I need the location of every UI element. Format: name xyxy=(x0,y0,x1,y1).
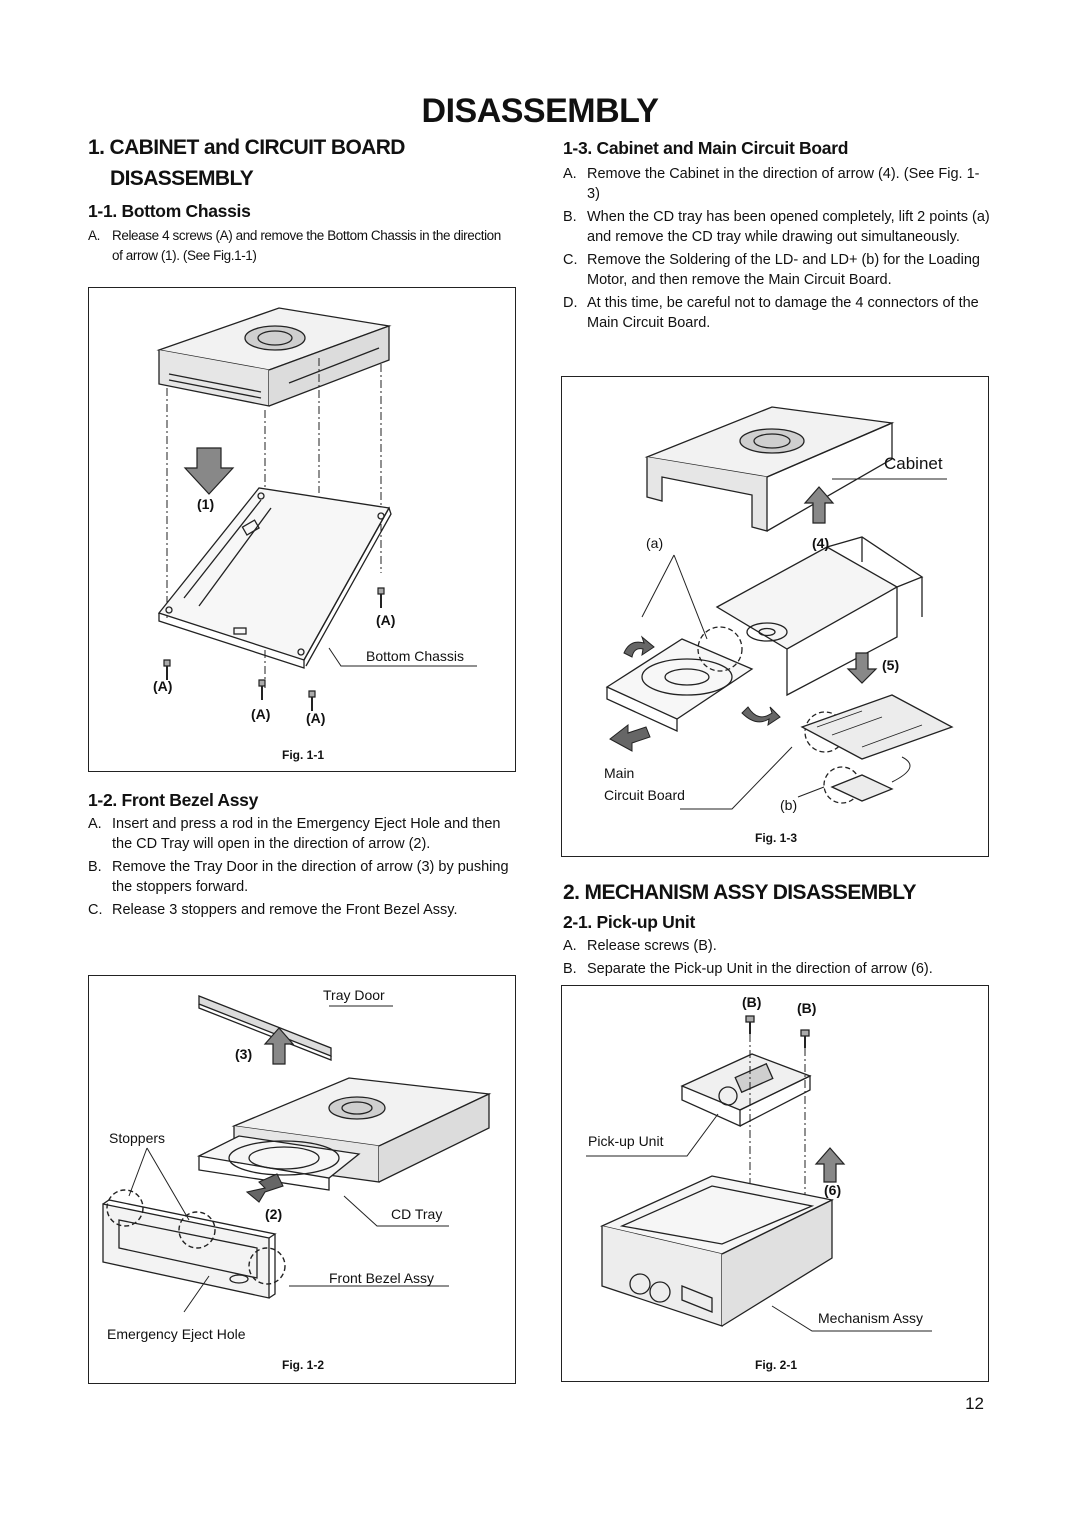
tray-door-callout: Tray Door xyxy=(323,987,385,1003)
subsection-1-1-heading: 1-1. Bottom Chassis xyxy=(88,201,251,221)
arrow-2-label: (2) xyxy=(265,1206,283,1222)
steps-1-1: A. Release 4 screws (A) and remove the B… xyxy=(88,226,508,269)
screw-a-label: (A) xyxy=(251,706,271,722)
figure-caption: Fig. 1-3 xyxy=(754,831,797,845)
cabinet-main-board-illustration xyxy=(605,406,954,810)
page-title: DISASSEMBLY xyxy=(421,92,659,130)
figure-1-1: (1) (A) (A) (A) (A) Bottom Chassis Fig. … xyxy=(88,287,516,772)
section1-heading-line1: 1. CABINET and CIRCUIT BOARD xyxy=(88,136,405,159)
arrow-1-label: (1) xyxy=(197,496,215,512)
step-2-1-b: B. Separate the Pick-up Unit in the dire… xyxy=(563,961,933,977)
step-1-3-a: A. Remove the Cabinet in the direction o… xyxy=(563,166,980,202)
steps-1-3: A. Remove the Cabinet in the direction o… xyxy=(563,164,990,336)
subsection-1-2-heading: 1-2. Front Bezel Assy xyxy=(88,790,259,810)
screw-a-label: (A) xyxy=(153,678,173,694)
section2-heading: 2. MECHANISM ASSY DISASSEMBLY xyxy=(563,881,917,904)
cd-tray-callout: CD Tray xyxy=(391,1206,443,1222)
stoppers-callout: Stoppers xyxy=(109,1130,166,1146)
bottom-chassis-illustration xyxy=(156,307,477,711)
cabinet-callout: Cabinet xyxy=(884,454,943,473)
pickup-unit-illustration xyxy=(586,1015,932,1332)
step-2-1-a: A. Release screws (B). xyxy=(563,938,717,954)
main-circuit-board-callout-line1: Main xyxy=(604,765,635,781)
page-number: 12 xyxy=(965,1394,984,1413)
main-circuit-board-callout-line2: Circuit Board xyxy=(604,787,685,803)
mechanism-assy-callout: Mechanism Assy xyxy=(818,1310,924,1326)
figure-caption: Fig. 2-1 xyxy=(754,1358,797,1372)
subsection-2-1-heading: 2-1. Pick-up Unit xyxy=(563,912,696,932)
emergency-eject-hole-callout: Emergency Eject Hole xyxy=(107,1326,246,1342)
step-1-3-c: C. Remove the Soldering of the LD- and L… xyxy=(563,252,980,288)
figure-1-3: Cabinet (a) (4) (5) Main Circuit Board (… xyxy=(561,376,989,857)
point-b-label: (b) xyxy=(780,797,798,813)
step-1-3-b: B. When the CD tray has been opened comp… xyxy=(563,209,990,245)
step-1-2-b: B. Remove the Tray Door in the direction… xyxy=(88,859,509,895)
pickup-unit-callout: Pick-up Unit xyxy=(588,1133,664,1149)
arrow-3-label: (3) xyxy=(235,1046,253,1062)
front-bezel-callout: Front Bezel Assy xyxy=(329,1270,435,1286)
step-1-3-d: D. At this time, be careful not to damag… xyxy=(563,295,979,331)
arrow-5-label: (5) xyxy=(882,657,900,673)
figure-caption: Fig. 1-2 xyxy=(281,1358,324,1372)
screw-b-label: (B) xyxy=(742,994,762,1010)
figure-1-2: Tray Door (3) Stoppers (2) CD Tray Front… xyxy=(88,975,516,1384)
step-1-2-a: A. Insert and press a rod in the Emergen… xyxy=(88,816,501,852)
section1-heading-line2: DISASSEMBLY xyxy=(110,167,254,190)
screw-a-label: (A) xyxy=(376,612,396,628)
front-bezel-illustration xyxy=(102,995,492,1313)
figure-2-1: (B) (B) Pick-up Unit (6) Mechanism Assy … xyxy=(561,985,989,1382)
steps-2-1: A. Release screws (B). B. Separate the P… xyxy=(563,936,990,982)
screw-a-label: (A) xyxy=(306,710,326,726)
step-1-1-a: A. Release 4 screws (A) and remove the B… xyxy=(88,228,501,263)
steps-1-2: A. Insert and press a rod in the Emergen… xyxy=(88,814,516,923)
step-1-2-c: C. Release 3 stoppers and remove the Fro… xyxy=(88,902,458,918)
subsection-1-3-heading: 1-3. Cabinet and Main Circuit Board xyxy=(563,138,849,158)
figure-caption: Fig. 1-1 xyxy=(281,748,324,762)
point-a-label: (a) xyxy=(646,535,664,551)
bottom-chassis-callout: Bottom Chassis xyxy=(366,648,465,664)
arrow-4-label: (4) xyxy=(812,535,830,551)
arrow-6-label: (6) xyxy=(824,1182,842,1198)
screw-b-label: (B) xyxy=(797,1000,817,1016)
